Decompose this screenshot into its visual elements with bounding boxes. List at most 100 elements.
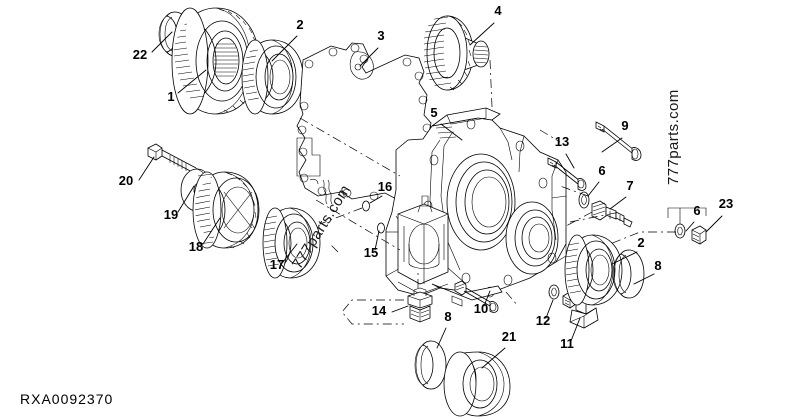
callout-number-6b: 6 <box>693 203 700 218</box>
callout-leader-10 <box>483 290 491 307</box>
callout-leader-15 <box>374 230 380 251</box>
callout-leader-11 <box>570 317 581 342</box>
part-9-cap-screw <box>595 121 642 161</box>
callout-15: 15 <box>364 230 380 260</box>
part-16-dowel-pin <box>319 200 370 225</box>
callout-leader-2b <box>611 251 638 265</box>
callout-21: 21 <box>481 329 516 369</box>
part-14-drain-plug <box>341 270 433 325</box>
callout-number-21: 21 <box>502 329 516 344</box>
part-18-splined-hub-gear <box>192 171 260 249</box>
callout-leader-20 <box>138 156 155 181</box>
callout-11: 11 <box>560 317 581 351</box>
part-15-dowel-pin <box>377 222 385 234</box>
callout-number-8b: 8 <box>654 258 661 273</box>
callout-number-1: 1 <box>167 89 174 104</box>
callout-2t: 2 <box>271 17 304 62</box>
callout-2b: 2 <box>611 235 645 265</box>
part-21-thrust-washer <box>443 351 511 417</box>
callout-leader-17 <box>282 243 298 263</box>
drawing-code: RXA0092370 <box>20 391 113 407</box>
callout-number-20: 20 <box>119 173 133 188</box>
callout-leader-23 <box>705 215 723 233</box>
assembly-construction-lines <box>299 117 621 307</box>
callout-19: 19 <box>164 185 195 222</box>
part-17-bearing <box>262 207 321 279</box>
callout-number-5: 5 <box>430 105 437 120</box>
callout-number-4: 4 <box>494 3 502 18</box>
part-4-pinion-gear <box>423 15 494 131</box>
callout-number-3: 3 <box>377 28 384 43</box>
callout-number-7: 7 <box>626 178 633 193</box>
callout-20: 20 <box>119 156 155 188</box>
callout-leader-5 <box>440 123 463 141</box>
callout-10: 10 <box>474 290 491 316</box>
callout-7: 7 <box>609 178 634 210</box>
callout-14: 14 <box>372 303 409 318</box>
callout-number-12: 12 <box>536 313 550 328</box>
callout-number-13: 13 <box>555 134 569 149</box>
part-12-o-ring <box>548 284 560 300</box>
callout-leader-19 <box>177 185 195 213</box>
callout-leader-16 <box>369 195 383 204</box>
callout-number-23: 23 <box>719 196 733 211</box>
callout-4: 4 <box>469 3 502 46</box>
callout-leader-8a <box>436 327 447 349</box>
callout-16: 16 <box>369 179 392 204</box>
callout-number-2t: 2 <box>296 17 303 32</box>
callout-leader-6a <box>587 181 600 197</box>
part-5-transmission-housing <box>385 107 567 307</box>
callout-23: 23 <box>705 196 733 233</box>
callout-number-9: 9 <box>621 118 628 133</box>
callout-17: 17 <box>270 243 298 272</box>
callout-6a: 6 <box>587 163 606 197</box>
callout-12: 12 <box>536 299 554 328</box>
part-20-bolt <box>147 143 200 175</box>
watermark-vertical: 777parts.com <box>665 89 682 185</box>
callout-leader-1 <box>177 69 207 94</box>
callout-number-8a: 8 <box>444 309 451 324</box>
callout-number-16: 16 <box>378 179 392 194</box>
callout-leader-13 <box>565 153 575 169</box>
part-6-o-ring-lower <box>674 223 686 239</box>
part-8-snap-ring-bottom <box>414 340 447 390</box>
callout-13: 13 <box>555 134 575 169</box>
callout-number-14: 14 <box>372 303 387 318</box>
callout-number-22: 22 <box>133 47 147 62</box>
callout-leader-18 <box>202 217 221 245</box>
callout-1: 1 <box>167 69 207 104</box>
part-10-cap-screw <box>454 280 499 313</box>
part-23-hex-plug <box>599 207 707 249</box>
callout-8a: 8 <box>436 309 452 349</box>
callout-5: 5 <box>430 105 463 141</box>
callout-18: 18 <box>189 217 221 254</box>
callout-leader-6b <box>685 221 695 232</box>
callout-8b: 8 <box>633 258 662 285</box>
part-13-cap-screw <box>547 157 587 191</box>
callout-number-17: 17 <box>270 257 284 272</box>
callout-leader-2t <box>271 35 298 62</box>
callout-number-11: 11 <box>560 336 574 351</box>
callout-leader-4 <box>469 22 495 46</box>
callout-number-19: 19 <box>164 207 178 222</box>
part-6-o-ring-upper <box>578 191 590 209</box>
callout-number-18: 18 <box>189 239 203 254</box>
callout-leader-12 <box>545 299 554 319</box>
callout-leader-14 <box>391 305 409 313</box>
callout-6b: 6 <box>685 203 701 232</box>
callout-leader-8b <box>633 273 655 285</box>
callout-number-2b: 2 <box>637 235 644 250</box>
callout-leader-22 <box>151 31 173 53</box>
callout-leader-9 <box>601 137 623 153</box>
callout-number-10: 10 <box>474 301 488 316</box>
callout-3: 3 <box>359 28 385 67</box>
callout-leader-21 <box>481 347 506 369</box>
part-8-snap-ring-right <box>612 249 645 299</box>
part-2-bearing-right <box>564 234 623 306</box>
part-7-valve-fitting <box>559 185 633 228</box>
part-1-drive-gear <box>171 7 260 115</box>
callout-leader-3 <box>359 47 379 67</box>
